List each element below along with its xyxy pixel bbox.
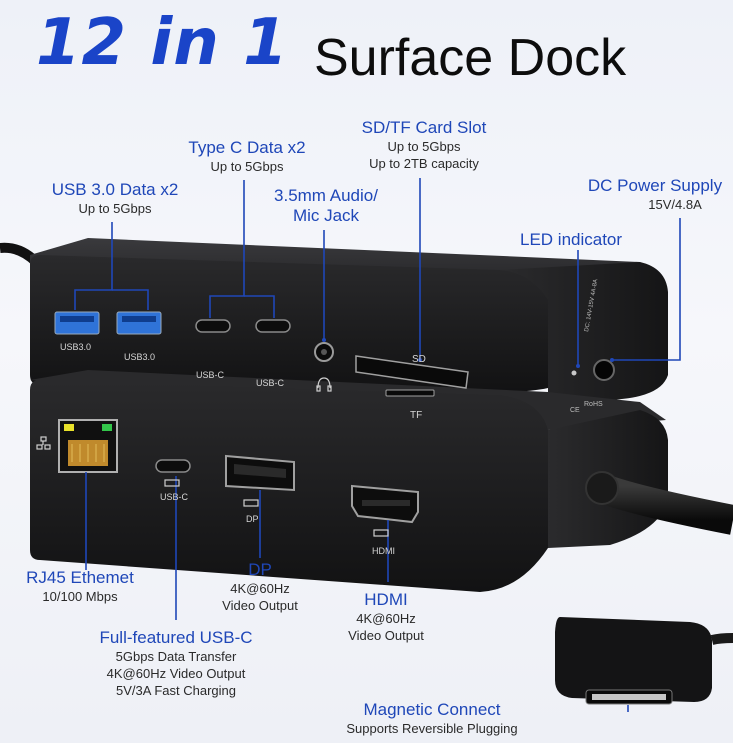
tf-label: TF (410, 410, 422, 421)
usb-a-1-label: USB3.0 (60, 342, 91, 352)
callout-audio: 3.5mm Audio/ Mic Jack (256, 186, 396, 226)
callout-sub: 5Gbps Data Transfer (115, 649, 237, 664)
callout-title: USB 3.0 Data x2 (51, 180, 179, 199)
callout-dcpower: DC Power Supply 15V/4.8A (580, 176, 730, 213)
callout-sub: Video Output (222, 598, 298, 613)
ce-mark-icon: CE RoHS (570, 401, 603, 414)
sd-slot (355, 355, 469, 389)
callout-title-2: Mic Jack (292, 206, 360, 225)
callout-typec: Type C Data x2 Up to 5Gbps (172, 138, 322, 175)
callout-sdtf: SD/TF Card Slot Up to 5Gbps Up to 2TB ca… (344, 118, 504, 172)
usb-c-port-1 (195, 319, 231, 333)
callout-title: HDMI (364, 590, 408, 609)
magnetic-connector (555, 617, 733, 705)
callout-sub: 4K@60Hz Video Output (106, 666, 246, 681)
tf-slot (385, 389, 435, 397)
callout-sub: 15V/4.8A (648, 197, 702, 212)
callout-magnetic: Magnetic Connect Supports Reversible Plu… (332, 700, 532, 737)
callout-title: 3.5mm Audio/ (274, 186, 378, 205)
callout-sub: Up to 5Gbps (387, 139, 461, 154)
svg-text:RoHS: RoHS (584, 401, 603, 408)
hdmi-label: HDMI (372, 546, 395, 556)
callout-title: Full-featured USB-C (99, 628, 253, 647)
leader-lines (74, 178, 681, 712)
usb-a-port-1 (54, 311, 100, 335)
callout-dp: DP 4K@60Hz Video Output (200, 560, 320, 614)
callout-sub: 4K@60Hz (356, 611, 416, 626)
callout-usbc-full: Full-featured USB-C 5Gbps Data Transfer … (78, 628, 274, 699)
usb-a-2-label: USB3.0 (124, 352, 155, 362)
dp-label: DP (246, 514, 259, 524)
led-dot (571, 370, 577, 376)
callout-title: RJ45 Ethemet (26, 568, 134, 587)
callout-usb30: USB 3.0 Data x2 Up to 5Gbps (40, 180, 190, 217)
hero-product: Surface Dock (314, 29, 627, 87)
callout-sub: 10/100 Mbps (42, 589, 118, 604)
thunderbolt-icon (164, 479, 389, 537)
usb-c-port-2 (255, 319, 291, 333)
usb-c-front-port (155, 459, 191, 473)
usb-c-1-label: USB-C (196, 370, 225, 380)
usb-c-front-label: USB-C (160, 492, 189, 502)
callout-sub: Video Output (348, 628, 424, 643)
callout-sub: Supports Reversible Plugging (346, 721, 518, 736)
callout-title: Type C Data x2 (188, 138, 306, 157)
callout-sub: 4K@60Hz (230, 581, 290, 596)
hero-count: 12 in 1 (36, 6, 289, 80)
usb-a-port-2 (116, 311, 162, 335)
ethernet-icon (36, 436, 51, 450)
dc-jack (593, 359, 615, 381)
callout-hdmi: HDMI 4K@60Hz Video Output (326, 590, 446, 644)
callout-led: LED indicator (520, 230, 622, 250)
ethernet-port (58, 419, 118, 473)
callout-sub: Up to 2TB capacity (369, 156, 479, 171)
callout-title: Magnetic Connect (363, 700, 501, 719)
callout-title: LED indicator (520, 230, 623, 249)
headphone-icon (316, 377, 332, 392)
bottom-dock (30, 370, 668, 592)
callout-rj45: RJ45 Ethemet 10/100 Mbps (10, 568, 150, 605)
svg-text:CE: CE (570, 407, 580, 414)
callout-sub: 5V/3A Fast Charging (116, 683, 236, 698)
callout-title: DC Power Supply (587, 176, 723, 195)
callout-title: DP (248, 560, 272, 579)
usb-c-2-label: USB-C (256, 378, 285, 388)
sd-label: SD (412, 354, 426, 365)
callout-sub: Up to 5Gbps (78, 201, 152, 216)
callout-sub: Up to 5Gbps (210, 159, 284, 174)
callout-title: SD/TF Card Slot (361, 118, 487, 137)
